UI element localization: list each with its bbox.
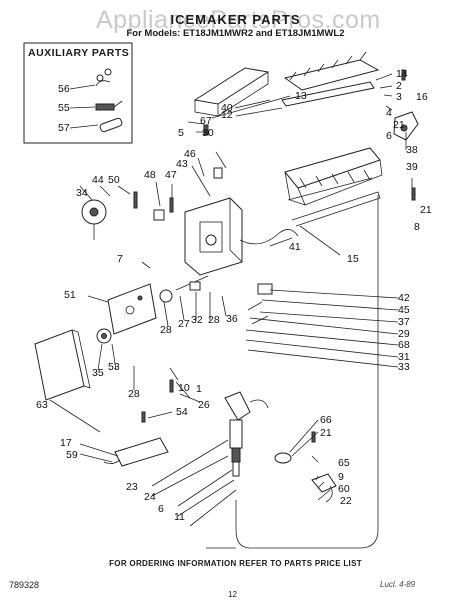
motor (81, 199, 107, 240)
callout-45: 45 (398, 304, 410, 316)
diagram-subtitle: For Models: ET18JM1MWR2 and ET18JM1MWL2 (126, 28, 345, 39)
callout-15: 15 (347, 253, 359, 265)
switch-assembly (247, 283, 273, 325)
callout-28: 28 (160, 324, 172, 336)
callout-59: 59 (66, 449, 78, 461)
callout-57: 57 (58, 122, 70, 134)
callout-46: 46 (184, 148, 196, 160)
callout-14: 14 (396, 68, 408, 80)
callout-11: 11 (174, 511, 185, 523)
callout-21: 21 (393, 119, 405, 131)
ordering-note: FOR ORDERING INFORMATION REFER TO PARTS … (109, 559, 362, 568)
document-number: 789328 (9, 580, 40, 590)
callout-66: 66 (320, 414, 332, 426)
callout-35: 35 (92, 367, 104, 379)
callout-1: 1 (196, 383, 202, 395)
callout-56: 56 (58, 83, 70, 95)
callout-53: 53 (108, 361, 120, 373)
auxiliary-part-56 (95, 68, 112, 87)
auxiliary-part-57 (99, 117, 123, 133)
wire-harness (239, 229, 299, 245)
callout-9: 9 (338, 471, 344, 483)
callout-51: 51 (64, 289, 76, 301)
leader-lines (49, 73, 413, 549)
callout-8: 8 (414, 221, 420, 233)
callout-27: 27 (178, 318, 190, 330)
callout-29: 29 (398, 328, 410, 340)
motor-housing (184, 197, 243, 276)
callout-63: 63 (36, 399, 48, 411)
callout-23: 23 (126, 481, 138, 493)
front-cover (34, 329, 91, 401)
auxiliary-part-55 (95, 100, 123, 111)
callout-31: 31 (398, 351, 410, 363)
signature: Lucl. 4-89 (380, 580, 416, 589)
diagram-title: ICEMAKER PARTS (170, 12, 301, 27)
callout-3: 3 (396, 91, 402, 103)
mold-heater (291, 191, 381, 227)
callout-40: 40 (221, 102, 233, 114)
watermark-text: AppliancePartsPros.com (96, 6, 381, 34)
callout-60: 60 (338, 483, 350, 495)
callout-47: 47 (165, 169, 177, 181)
mounting-plate (107, 283, 157, 335)
callout-34: 34 (76, 187, 88, 199)
callout-28: 28 (128, 388, 140, 400)
callout-7: 7 (117, 253, 123, 265)
callout-48: 48 (144, 169, 156, 181)
callout-50: 50 (108, 174, 120, 186)
page-number: 12 (228, 590, 237, 599)
auxiliary-parts-box (23, 42, 133, 144)
callout-21: 21 (420, 204, 432, 216)
callout-13: 13 (295, 90, 307, 102)
timing-gear (96, 328, 112, 344)
callout-54: 54 (176, 406, 188, 418)
water-line (235, 195, 379, 549)
callout-5: 5 (178, 127, 184, 139)
fill-cup (393, 111, 419, 141)
callout-33: 33 (398, 361, 410, 373)
callout-41: 41 (289, 241, 301, 253)
callout-44: 44 (92, 174, 104, 186)
callout-28: 28 (208, 314, 220, 326)
callout-30: 30 (202, 127, 214, 139)
callout-43: 43 (176, 158, 188, 170)
callout-2: 2 (396, 80, 402, 92)
callout-17: 17 (60, 437, 72, 449)
callout-42: 42 (398, 292, 410, 304)
callout-67: 67 (200, 115, 212, 127)
callout-16: 16 (416, 91, 428, 103)
callout-39: 39 (406, 161, 418, 173)
callout-6: 6 (158, 503, 164, 515)
water-valve (103, 437, 169, 467)
callout-10: 10 (178, 382, 190, 394)
callout-6: 6 (386, 130, 392, 142)
callout-36: 36 (226, 313, 238, 325)
callout-55: 55 (58, 102, 70, 114)
inlet-fitting (274, 452, 292, 464)
valve-bracket (311, 473, 337, 503)
cover-plate (193, 67, 270, 117)
ice-mold (284, 147, 383, 206)
callout-22: 22 (340, 495, 352, 507)
callout-65: 65 (338, 457, 350, 469)
callout-12: 12 (221, 109, 233, 121)
callout-4: 4 (386, 107, 392, 119)
drive-gear-assembly (159, 275, 209, 303)
callout-68: 68 (398, 339, 410, 351)
callout-21: 21 (320, 427, 332, 439)
callout-38: 38 (406, 144, 418, 156)
solenoid-valve (224, 391, 269, 477)
callout-37: 37 (398, 316, 410, 328)
callout-26: 26 (198, 399, 210, 411)
screw-set (133, 69, 416, 443)
callout-24: 24 (144, 491, 156, 503)
ejector-bar (281, 81, 375, 107)
callout-32: 32 (191, 314, 203, 326)
ejector-comb (283, 51, 380, 91)
auxiliary-parts-heading: AUXILIARY PARTS (28, 47, 130, 59)
